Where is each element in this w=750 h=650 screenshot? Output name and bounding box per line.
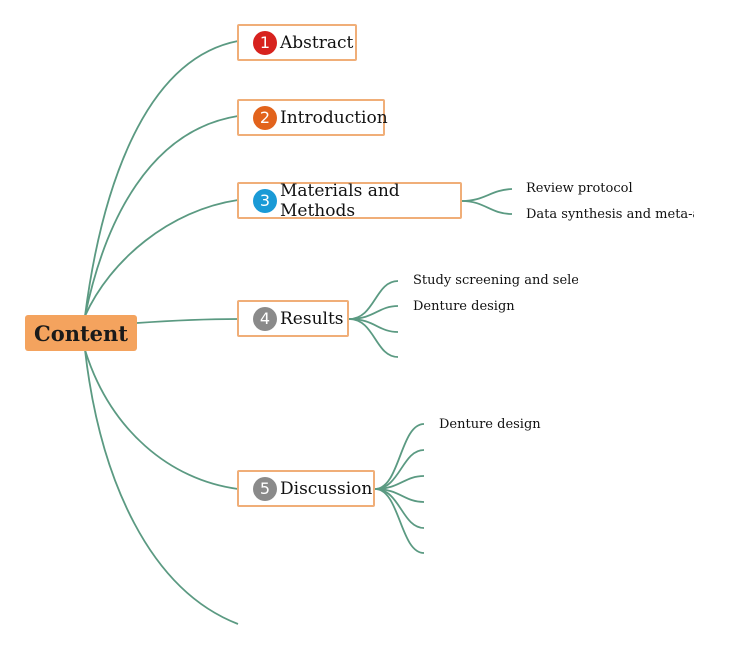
topic-discussion[interactable]: 5 Discussion	[237, 470, 375, 507]
link-discussion	[84, 349, 239, 490]
link-results-4	[348, 318, 399, 358]
link-introduction	[84, 115, 239, 317]
link-materials	[84, 199, 239, 317]
topic-label: Materials and Methods	[280, 180, 400, 221]
number-badge-icon: 5	[253, 476, 277, 501]
link-results	[136, 318, 239, 324]
number-badge-icon: 2	[253, 105, 277, 130]
number-badge-icon: 4	[253, 306, 277, 331]
topic-materials-and-methods[interactable]: 3 Materials and Methods	[237, 180, 462, 221]
number-badge-icon: 1	[253, 30, 277, 55]
subtopic-denture-design[interactable]: Denture design	[439, 417, 541, 432]
link-abstract	[84, 40, 239, 317]
root-node[interactable]: Content	[25, 315, 137, 351]
subtopic-denture-design[interactable]: Denture design	[413, 299, 515, 314]
root-label: Content	[33, 320, 129, 346]
link-data-synthesis	[461, 200, 513, 215]
topic-label: Introduction	[280, 107, 388, 128]
link-discussion-6	[374, 488, 425, 554]
number-badge-icon: 3	[253, 188, 277, 213]
topic-introduction[interactable]: 2 Introduction	[237, 99, 388, 136]
link-discussion-1	[374, 423, 425, 490]
link-review-protocol	[461, 188, 513, 202]
subtopic-data-synthesis[interactable]: Data synthesis and meta-anal	[526, 207, 694, 222]
subtopic-review-protocol[interactable]: Review protocol	[526, 181, 633, 196]
topic-abstract[interactable]: 1 Abstract	[237, 24, 357, 61]
subtopic-study-screening[interactable]: Study screening and selectio	[413, 273, 578, 288]
topic-label: Results	[280, 308, 344, 329]
topic-results[interactable]: 4 Results	[237, 300, 349, 337]
topic-label: Discussion	[280, 478, 373, 499]
link-empty	[84, 349, 239, 625]
topic-label: Abstract	[280, 32, 354, 53]
